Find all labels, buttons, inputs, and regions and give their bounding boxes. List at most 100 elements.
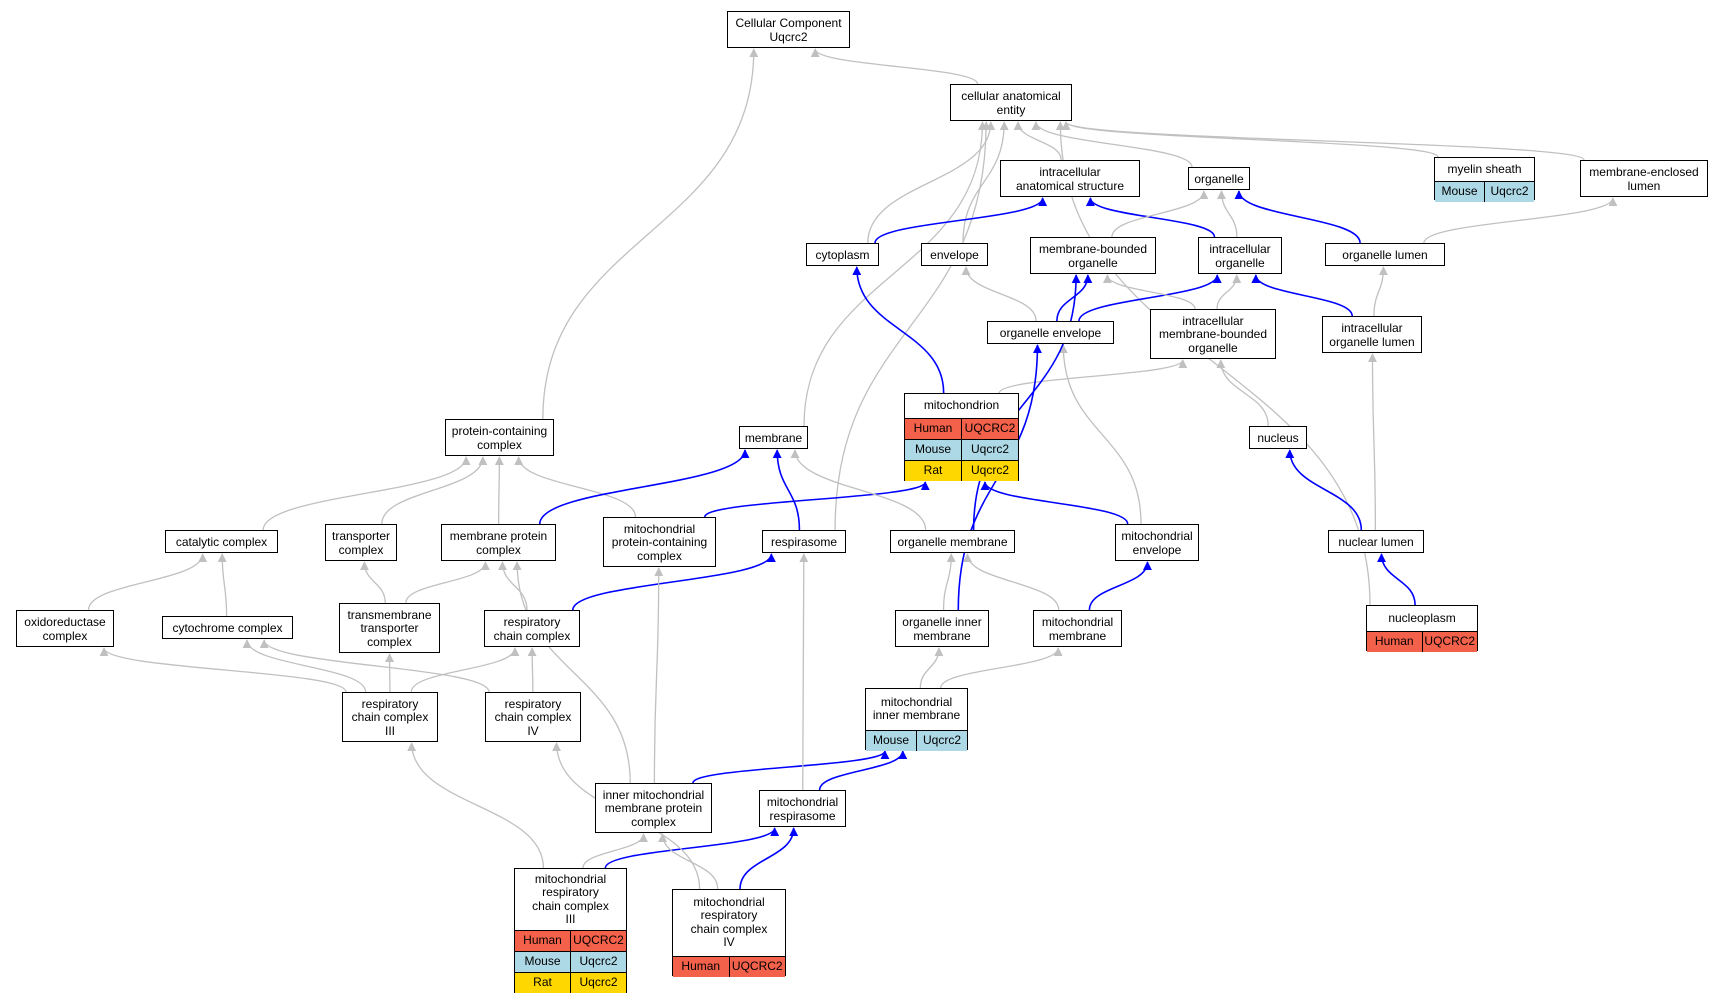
edge-menv-to-oenv <box>1058 344 1142 525</box>
node-label: organelle membrane <box>891 531 1014 554</box>
edge-rcc-to-mpc <box>498 561 528 611</box>
node-label-line: mitochondrial <box>1121 529 1193 543</box>
node-label-line: complex <box>477 437 522 452</box>
node-oenv[interactable]: organelle envelope <box>987 321 1114 344</box>
node-label-line: cytoplasm <box>815 247 870 262</box>
node-label-line: mitochondrial <box>1041 615 1114 629</box>
edge-npl-to-cae <box>1055 121 1371 606</box>
node-label-line: membrane protein <box>604 801 703 816</box>
gene-symbol: Uqcrc2 <box>570 973 626 994</box>
node-label-line: envelope <box>1132 542 1182 557</box>
species-label: Mouse <box>872 732 910 747</box>
node-label-line: intracellular <box>1341 321 1403 335</box>
node-label: organelle <box>1189 168 1249 191</box>
node-label-line: mitochondrial <box>693 894 765 909</box>
node-label-line: chain complex <box>351 710 429 725</box>
node-label-line: cellular anatomical <box>961 89 1061 103</box>
species-label: Mouse <box>914 442 952 457</box>
edge-omemb-to-memb <box>790 449 927 531</box>
edge-rcc3-to-oxred <box>99 647 347 693</box>
node-label-line: organelle <box>1188 340 1238 355</box>
node-label-line: organelle <box>1215 255 1265 270</box>
node-label-line: membrane-bounded <box>1158 327 1268 342</box>
node-cyto[interactable]: cytoplasm <box>806 243 879 266</box>
node-label-line: inner mitochondrial <box>602 787 705 802</box>
node-label-line: organelle inner <box>902 615 982 629</box>
node-cytc[interactable]: cytochrome complex <box>162 616 293 639</box>
node-nlumen[interactable]: nuclear lumen <box>1328 530 1424 553</box>
node-label-line: mitochondrial <box>766 795 839 809</box>
node-env[interactable]: envelope <box>921 243 988 266</box>
node-org[interactable]: organelle <box>1188 167 1250 190</box>
node-omemb[interactable]: organelle membrane <box>890 530 1015 553</box>
node-olumen[interactable]: organelle lumen <box>1325 243 1445 266</box>
edge-rcc4-to-rcc <box>527 647 537 693</box>
edge-tmtc-to-trc <box>359 561 386 604</box>
gene-symbol: UQCRC2 <box>1421 631 1478 652</box>
node-memb[interactable]: membrane <box>739 426 808 449</box>
node-nucleus[interactable]: nucleus <box>1249 426 1307 449</box>
node-label-line: IV <box>723 935 735 950</box>
node-label-line: myelin sheath <box>1447 161 1522 176</box>
node-resp[interactable]: respirasome <box>762 530 846 553</box>
node-label-line: chain complex <box>493 628 571 643</box>
node-label-line: entity <box>996 102 1026 117</box>
edge-oenv-to-io <box>1078 274 1222 322</box>
node-label-line: membrane-bounded <box>1038 242 1148 256</box>
edge-mrcc4-to-mresp <box>739 827 799 890</box>
gene-symbol: Uqcrc2 <box>1484 182 1534 202</box>
node-catc[interactable]: catalytic complex <box>165 530 278 553</box>
node-label-line: intracellular <box>1209 242 1271 256</box>
node-label-line: respirasome <box>770 534 838 549</box>
edge-nlumen-to-nucleus <box>1285 449 1363 531</box>
node-label-line: transporter <box>331 529 391 543</box>
node-label-line: respiratory <box>542 885 599 900</box>
node-label-line: respiratory <box>503 615 561 629</box>
edge-mim-to-oim <box>919 647 944 689</box>
edge-olumen-to-org <box>1234 190 1361 244</box>
node-label-line: catalytic complex <box>175 534 268 549</box>
edge-mito-to-cyto <box>852 266 945 394</box>
